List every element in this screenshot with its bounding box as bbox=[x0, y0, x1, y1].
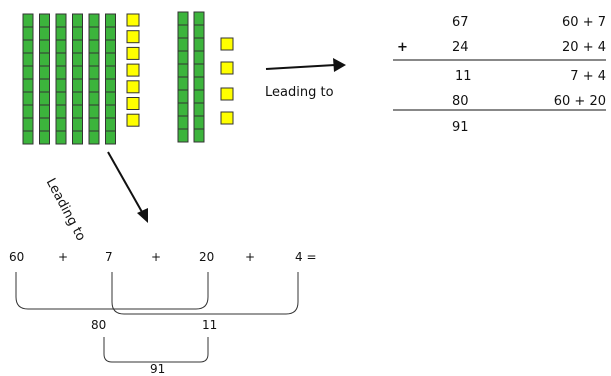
partition-term-20: 20 bbox=[199, 250, 215, 264]
column-partial-80: 80 bbox=[452, 94, 469, 109]
rod-cell bbox=[105, 130, 116, 145]
partition-result-11: 11 bbox=[202, 318, 218, 332]
unit-cube bbox=[126, 80, 140, 94]
partition-plus-2: + bbox=[151, 250, 162, 264]
unit-cube bbox=[220, 87, 234, 101]
unit-cube bbox=[126, 97, 140, 110]
bracket-60-20 bbox=[15, 272, 209, 310]
rod-cell bbox=[177, 128, 189, 143]
partition-term-7: 7 bbox=[105, 250, 113, 264]
ten-rod bbox=[88, 13, 100, 145]
expanded-60-plus-7: 60 + 7 bbox=[562, 15, 606, 30]
rod-cell bbox=[193, 128, 205, 143]
rod-cell bbox=[22, 130, 34, 145]
partition-plus-3: + bbox=[245, 250, 256, 264]
column-partial-11: 11 bbox=[455, 69, 472, 84]
expanded-7-plus-4: 7 + 4 bbox=[570, 69, 606, 84]
partition-term-4-equals: 4 = bbox=[295, 250, 317, 264]
unit-cube bbox=[126, 63, 140, 77]
down-arrow bbox=[107, 151, 148, 223]
partition-term-60: 60 bbox=[9, 250, 25, 264]
unit-cube bbox=[220, 111, 234, 125]
rod-cell bbox=[39, 130, 50, 145]
column-number-24: 24 bbox=[452, 40, 469, 55]
partition-total-91: 91 bbox=[150, 362, 166, 376]
bracket-80-11 bbox=[103, 337, 209, 363]
column-plus-sign: + bbox=[397, 40, 408, 55]
partition-plus-1: + bbox=[58, 250, 69, 264]
right-arrow-label: Leading to bbox=[265, 85, 334, 100]
ten-rod bbox=[55, 13, 67, 145]
unit-cube bbox=[220, 37, 234, 51]
ten-rod bbox=[22, 13, 34, 145]
unit-cube bbox=[126, 113, 140, 127]
rod-cell bbox=[55, 130, 67, 145]
rod-cell bbox=[72, 130, 83, 145]
expanded-20-plus-4: 20 + 4 bbox=[562, 40, 606, 55]
ten-rod bbox=[105, 13, 116, 145]
ten-rod bbox=[193, 11, 205, 143]
unit-cube bbox=[126, 13, 140, 27]
bracket-7-4 bbox=[111, 272, 299, 315]
partition-result-80: 80 bbox=[91, 318, 107, 332]
right-arrow bbox=[265, 58, 346, 72]
unit-cube bbox=[126, 46, 140, 60]
rod-cell bbox=[88, 130, 100, 145]
expanded-60-plus-20: 60 + 20 bbox=[553, 94, 606, 109]
ten-rod bbox=[177, 11, 189, 143]
column-number-67: 67 bbox=[452, 15, 469, 30]
unit-cube bbox=[220, 61, 234, 75]
ten-rod bbox=[39, 13, 50, 145]
unit-cube bbox=[126, 30, 140, 44]
column-total-91: 91 bbox=[452, 120, 469, 135]
ten-rod bbox=[72, 13, 83, 145]
